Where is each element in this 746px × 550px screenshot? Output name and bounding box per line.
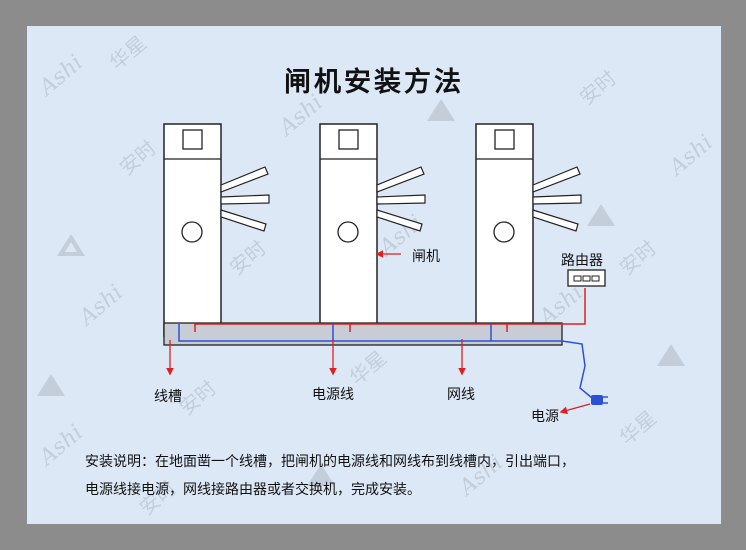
watermark-text: Ashi — [663, 130, 718, 182]
watermark-logo — [307, 464, 335, 486]
watermark-text: 安时 — [115, 136, 161, 180]
router-label: 路由器 — [561, 253, 603, 269]
plug-body — [591, 395, 603, 405]
turnstile-hub — [181, 221, 203, 243]
turnstile-arms — [376, 166, 426, 232]
trough-label: 线槽 — [154, 389, 182, 405]
network-line-label: 网线 — [447, 387, 475, 403]
watermark-text: 安时 — [615, 236, 661, 280]
callout-arrows — [166, 250, 591, 415]
watermark-logo — [657, 344, 685, 366]
router-port — [591, 275, 600, 282]
watermark-text: Ashi — [73, 280, 128, 332]
power-arrow — [559, 403, 591, 415]
turnstile-arms — [532, 166, 582, 232]
gate-label: 闸机 — [412, 249, 440, 265]
power-wires — [194, 288, 586, 332]
watermark-logo — [587, 204, 615, 226]
description-line: 安装说明：在地面凿一个线槽，把闸机的电源线和网线布到线槽内，引出端口， — [85, 454, 575, 470]
network-wires — [178, 324, 593, 399]
turnstile-3 — [475, 123, 582, 337]
router — [567, 269, 606, 287]
watermark-text: Ashi — [33, 420, 88, 472]
turnstile-1 — [163, 123, 270, 337]
turnstile-hub — [337, 221, 359, 243]
turnstile-window — [338, 129, 359, 150]
router-port — [573, 275, 582, 282]
power-line-label: 电源线 — [312, 387, 354, 403]
turnstile-window — [182, 129, 203, 150]
turnstile-window — [494, 129, 515, 150]
router-port — [582, 275, 591, 282]
watermark-text: 华星 — [615, 406, 661, 450]
turnstile-arms — [220, 166, 270, 232]
watermark-logo — [37, 374, 65, 396]
page-title: 闸机安装方法 — [284, 67, 464, 98]
power-plug-icon — [591, 395, 608, 405]
installation-description: 安装说明：在地面凿一个线槽，把闸机的电源线和网线布到线槽内，引出端口， 电源线接… — [85, 448, 705, 504]
watermark-logo — [57, 234, 85, 256]
watermark-logo — [427, 99, 455, 121]
power-label: 电源 — [531, 409, 559, 425]
installation-diagram: Ashi 华星 Ashi 安时 安时 Ashi Ashi 华星 — [33, 31, 718, 520]
diagram-panel: Ashi 华星 Ashi 安时 安时 Ashi Ashi 华星 — [27, 26, 721, 524]
turnstile-hub — [493, 221, 515, 243]
turnstile-2 — [319, 123, 426, 337]
description-line: 电源线接电源，网线接路由器或者交换机，完成安装。 — [85, 482, 421, 498]
watermark-text: 安时 — [225, 236, 271, 280]
